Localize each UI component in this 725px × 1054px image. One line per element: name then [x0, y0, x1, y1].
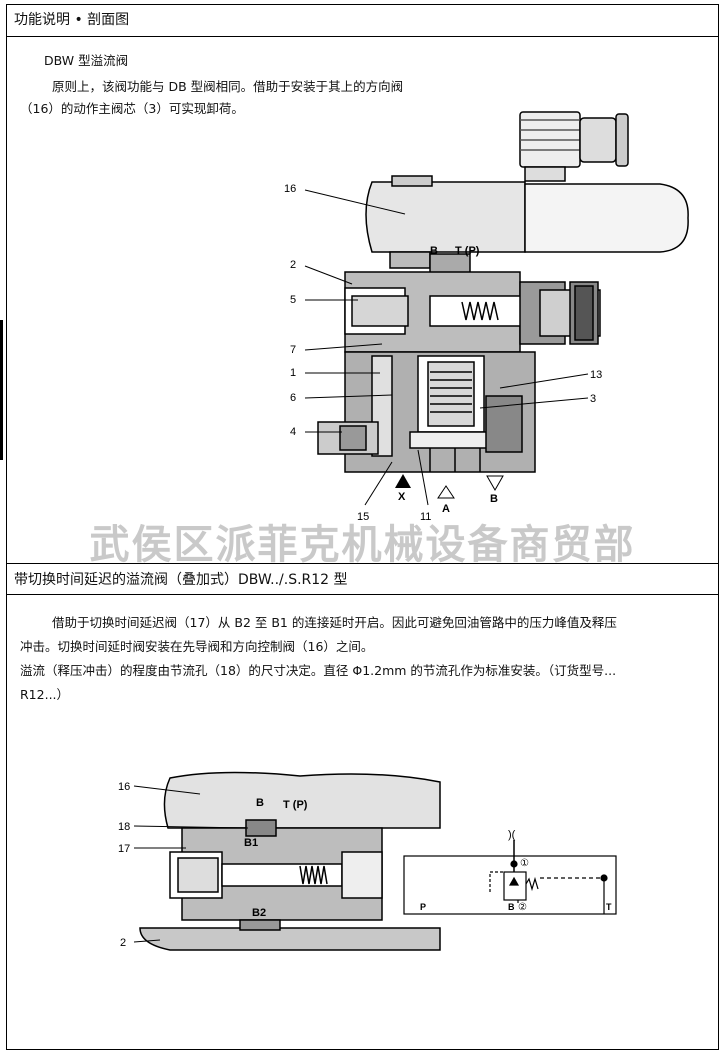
fig2-label-2: 2 [120, 937, 126, 949]
pilot-body-2 [344, 271, 601, 353]
fig2-label-18: 18 [118, 821, 130, 833]
schematic-circle2: ② [518, 902, 527, 913]
solenoid-connector [519, 111, 629, 182]
schematic-p: P [420, 902, 426, 912]
label-11: 11 [420, 511, 431, 523]
port-b-bottom: B [490, 493, 498, 505]
label-15: 15 [357, 511, 369, 523]
label-7: 7 [290, 344, 296, 356]
label-6: 6 [290, 392, 296, 404]
label-4: 4 [290, 426, 296, 438]
watermark: 武侯区派菲克机械设备商贸部 [89, 522, 636, 568]
figure2-cross-section: 16 18 17 2 B T (P) B1 B2 )( ① ② P B T [118, 771, 617, 951]
schematic-b: B [508, 902, 515, 912]
section1-subtitle: DBW 型溢流阀 [44, 53, 129, 68]
label-13: 13 [590, 369, 602, 381]
fig2-port-tp: T (P) [283, 799, 308, 811]
port-x-arrow [395, 474, 411, 488]
valve-16-body [163, 771, 441, 829]
fig2-label-16: 16 [118, 781, 130, 793]
schematic-orifice: )( [508, 829, 516, 841]
fig2-port-b: B [256, 797, 264, 809]
hydraulic-schematic [403, 840, 617, 915]
fig2-port-b2: B2 [252, 907, 266, 919]
section1-para-line2: （16）的动作主阀芯（3）可实现卸荷。 [20, 101, 244, 116]
label-16: 16 [284, 183, 296, 195]
port-x: X [398, 491, 406, 503]
label-5: 5 [290, 294, 296, 306]
port-tp-top: T (P) [455, 245, 480, 257]
scan-edge-mark [0, 320, 3, 460]
port-a: A [442, 503, 450, 515]
schematic-t: T [606, 902, 612, 912]
section2-para-line1: 借助于切换时间延迟阀（17）从 B2 至 B1 的连接延时开启。因此可避免回油管… [52, 615, 617, 630]
directional-valve-16 [365, 175, 689, 275]
label-1: 1 [290, 367, 296, 379]
body-2 [139, 927, 441, 951]
main-body-1 [317, 351, 536, 473]
fig2-port-b1: B1 [244, 837, 258, 849]
port-b-top: B [430, 245, 438, 257]
port-a-arrow [437, 485, 455, 499]
port-b-arrow [486, 475, 504, 492]
section2-para-line4: R12...） [20, 687, 70, 702]
figure1-cross-section: 16 2 5 7 1 6 4 13 3 15 11 B T (P) X A B [284, 111, 689, 523]
page-frame [6, 4, 719, 1050]
schematic-circle1: ① [520, 858, 529, 869]
section2-para-line3: 溢流（释压冲击）的程度由节流孔（18）的尺寸决定。直径 Φ1.2mm 的节流孔作… [20, 663, 617, 678]
label-2: 2 [290, 259, 296, 271]
section2-title: 带切换时间延迟的溢流阀（叠加式）DBW../.S.R12 型 [6, 563, 719, 595]
section1-para-line1: 原则上，该阀功能与 DB 型阀相同。借助于安装于其上的方向阀 [52, 79, 404, 94]
label-3: 3 [590, 393, 596, 405]
section1-title: 功能说明 • 剖面图 [6, 4, 719, 37]
section2-para-line2: 冲击。切换时间延时阀安装在先导阀和方向控制阀（16）之间。 [20, 639, 374, 654]
fig2-label-17: 17 [118, 843, 130, 855]
